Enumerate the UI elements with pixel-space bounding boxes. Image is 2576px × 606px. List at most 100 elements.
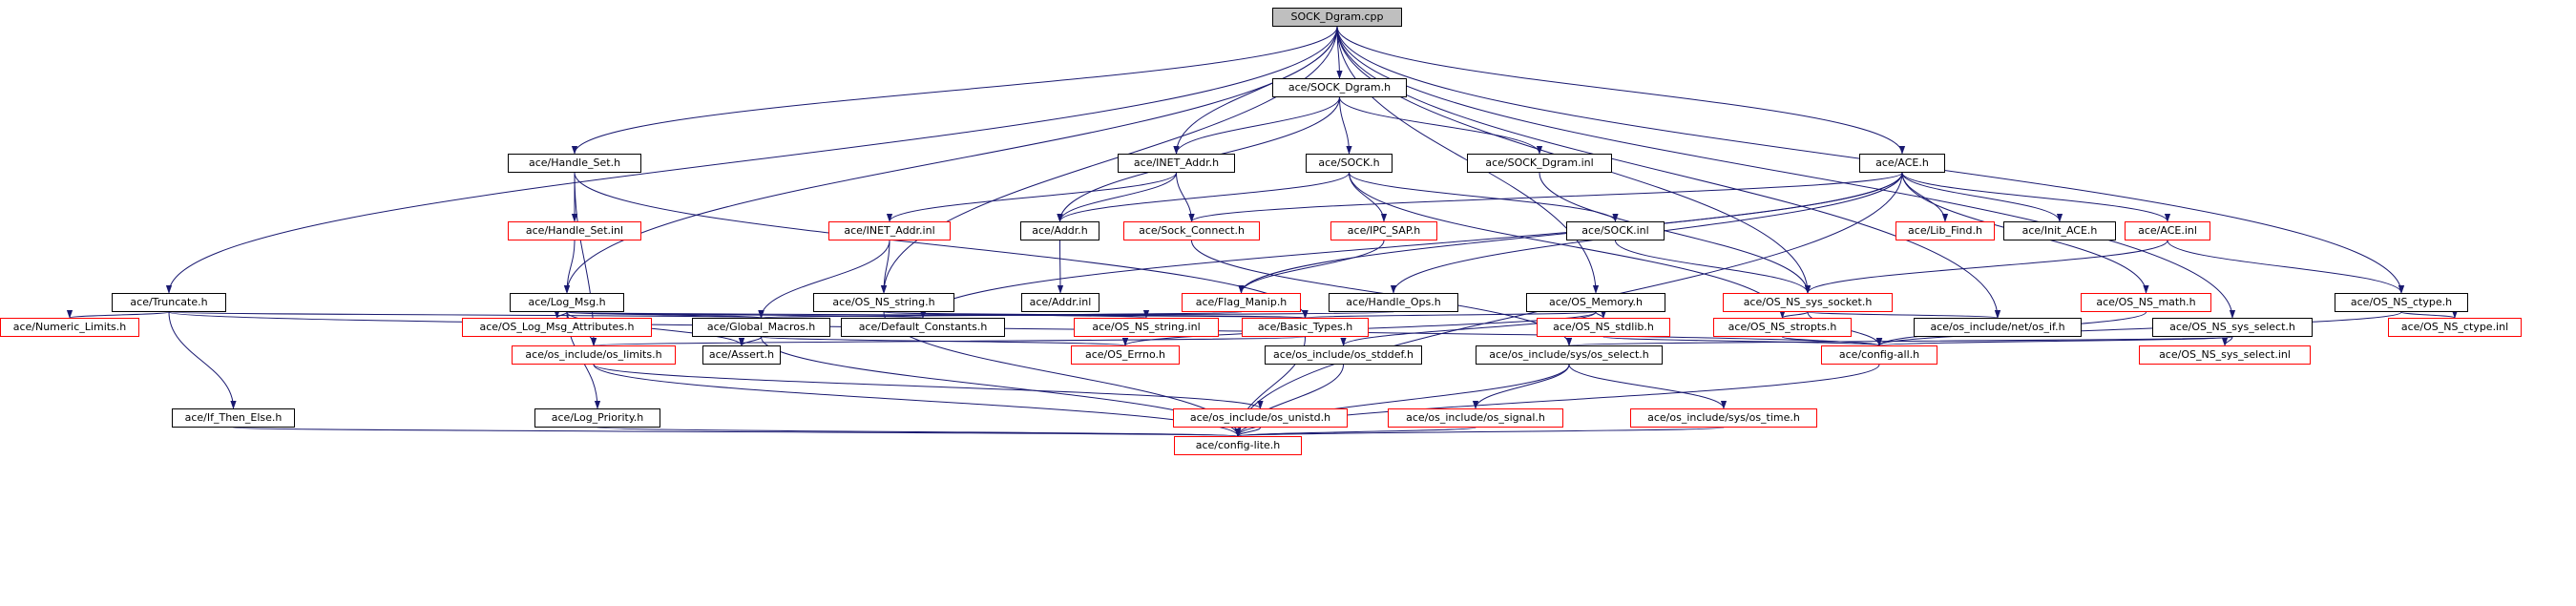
- edge-handle-ops-h-to-global-macros-h: [760, 309, 1394, 319]
- edge-sock-dgram-cpp-to-os-if-h: [1336, 26, 2001, 319]
- graph-node-os-ns-stropts-h[interactable]: ace/OS_NS_stropts.h: [1713, 318, 1852, 337]
- graph-node-handle-set-h[interactable]: ace/Handle_Set.h: [508, 154, 641, 173]
- graph-node-ace-inl[interactable]: ace/ACE.inl: [2125, 221, 2210, 240]
- edge-os-limits-h-to-os-unistd-h: [593, 364, 1264, 409]
- edge-os-ns-stdlib-h-to-config-all-h: [1602, 336, 1882, 346]
- edge-sock-dgram-h-to-sock-h: [1339, 96, 1352, 155]
- graph-node-os-select-h[interactable]: ace/os_include/sys/os_select.h: [1476, 345, 1663, 365]
- graph-node-ace-h[interactable]: ace/ACE.h: [1859, 154, 1945, 173]
- edge-log-msg-h-to-default-constants-h: [566, 309, 926, 319]
- edge-os-memory-h-to-basic-types-h: [1303, 309, 1597, 319]
- edge-ace-inl-to-os-ns-sys-socket-h: [1804, 240, 2168, 294]
- edge-log-msg-h-to-global-macros-h: [566, 309, 764, 319]
- edge-inet-addr-h-to-addr-h: [1057, 172, 1177, 222]
- edge-os-ns-sys-socket-h-to-os-ns-stropts-h: [1779, 309, 1809, 319]
- edge-os-ns-sys-socket-h-to-os-if-h: [1807, 309, 2000, 319]
- edge-os-limits-h-to-config-lite-h: [593, 364, 1241, 437]
- edge-os-select-h-to-os-signal-h: [1472, 364, 1570, 409]
- edge-os-signal-h-to-config-lite-h: [1235, 427, 1476, 437]
- edge-sock-dgram-cpp-to-ace-h: [1336, 26, 1906, 155]
- edge-inet-addr-h-to-sock-connect-h: [1176, 172, 1195, 222]
- graph-node-assert-h[interactable]: ace/Assert.h: [702, 345, 781, 365]
- edge-os-ns-sys-select-h-to-os-ns-sys-select-inl: [2221, 336, 2233, 346]
- edge-ace-h-to-default-constants-h: [919, 172, 1903, 319]
- graph-node-numeric-limits-h[interactable]: ace/Numeric_Limits.h: [0, 318, 139, 337]
- graph-node-handle-set-inl[interactable]: ace/Handle_Set.inl: [508, 221, 641, 240]
- edge-inet-addr-inl-to-global-macros-h: [758, 240, 890, 319]
- graph-node-init-ace-h[interactable]: ace/Init_ACE.h: [2003, 221, 2116, 240]
- graph-node-os-signal-h[interactable]: ace/os_include/os_signal.h: [1388, 408, 1563, 428]
- edge-ace-h-to-ace-inl: [1901, 172, 2171, 222]
- edge-sock-dgram-h-to-inet-addr-h: [1173, 96, 1340, 155]
- graph-node-os-errno-h[interactable]: ace/OS_Errno.h: [1071, 345, 1180, 365]
- graph-node-config-lite-h[interactable]: ace/config-lite.h: [1174, 436, 1302, 455]
- graph-node-sock-dgram-h[interactable]: ace/SOCK_Dgram.h: [1272, 78, 1407, 97]
- edge-sock-dgram-h-to-sock-dgram-inl: [1339, 96, 1543, 155]
- graph-node-os-limits-h[interactable]: ace/os_include/os_limits.h: [512, 345, 676, 365]
- edge-os-ns-sys-select-h-to-config-all-h: [1876, 336, 2233, 346]
- edge-truncate-h-to-if-then-else-h: [168, 311, 237, 409]
- edge-global-macros-h-to-assert-h: [738, 336, 762, 346]
- graph-node-global-macros-h[interactable]: ace/Global_Macros.h: [692, 318, 830, 337]
- graph-node-flag-manip-h[interactable]: ace/Flag_Manip.h: [1182, 293, 1301, 312]
- graph-node-inet-addr-inl[interactable]: ace/INET_Addr.inl: [828, 221, 951, 240]
- edge-sock-h-to-addr-h: [1057, 172, 1350, 222]
- graph-node-os-time-h[interactable]: ace/os_include/sys/os_time.h: [1630, 408, 1817, 428]
- graph-node-sock-dgram-inl[interactable]: ace/SOCK_Dgram.inl: [1467, 154, 1612, 173]
- graph-node-lib-find-h[interactable]: ace/Lib_Find.h: [1895, 221, 1995, 240]
- graph-node-os-ns-sys-select-h[interactable]: ace/OS_NS_sys_select.h: [2152, 318, 2313, 337]
- graph-node-truncate-h[interactable]: ace/Truncate.h: [112, 293, 226, 312]
- graph-node-os-stddef-h[interactable]: ace/os_include/os_stddef.h: [1265, 345, 1422, 365]
- edge-os-ns-sys-select-h-to-os-select-h: [1567, 336, 2233, 346]
- graph-node-log-msg-h[interactable]: ace/Log_Msg.h: [510, 293, 624, 312]
- graph-node-if-then-else-h[interactable]: ace/If_Then_Else.h: [172, 408, 295, 428]
- graph-node-config-all-h[interactable]: ace/config-all.h: [1821, 345, 1937, 365]
- graph-node-addr-inl[interactable]: ace/Addr.inl: [1021, 293, 1100, 312]
- graph-node-os-log-msg-attributes-h[interactable]: ace/OS_Log_Msg_Attributes.h: [462, 318, 652, 337]
- graph-node-log-priority-h[interactable]: ace/Log_Priority.h: [534, 408, 660, 428]
- graph-node-os-if-h[interactable]: ace/os_include/net/os_if.h: [1914, 318, 2082, 337]
- edge-os-select-h-to-os-time-h: [1568, 364, 1728, 409]
- graph-node-basic-types-h[interactable]: ace/Basic_Types.h: [1242, 318, 1369, 337]
- graph-node-os-ns-sys-socket-h[interactable]: ace/OS_NS_sys_socket.h: [1723, 293, 1893, 312]
- edge-sock-h-to-ipc-sap-h: [1349, 172, 1388, 222]
- graph-node-os-ns-math-h[interactable]: ace/OS_NS_math.h: [2081, 293, 2211, 312]
- edge-sock-dgram-cpp-to-handle-set-h: [571, 26, 1338, 155]
- edge-os-ns-ctype-h-to-config-all-h: [1876, 311, 2402, 346]
- edge-inet-addr-h-to-inet-addr-inl: [886, 172, 1177, 222]
- graph-node-sock-dgram-cpp: SOCK_Dgram.cpp: [1272, 8, 1402, 27]
- edge-ace-inl-to-os-ns-ctype-h: [2167, 240, 2405, 294]
- edge-os-time-h-to-config-lite-h: [1235, 427, 1725, 437]
- edge-sock-dgram-inl-to-os-ns-sys-socket-h: [1539, 172, 1812, 294]
- graph-node-os-unistd-h[interactable]: ace/os_include/os_unistd.h: [1173, 408, 1348, 428]
- graph-node-os-ns-ctype-h[interactable]: ace/OS_NS_ctype.h: [2335, 293, 2468, 312]
- edge-truncate-h-to-numeric-limits-h: [67, 309, 170, 319]
- edge-log-msg-h-to-assert-h: [566, 311, 745, 346]
- graph-node-handle-ops-h[interactable]: ace/Handle_Ops.h: [1329, 293, 1458, 312]
- edge-log-priority-h-to-config-lite-h: [597, 427, 1240, 437]
- graph-node-os-ns-sys-select-inl[interactable]: ace/OS_NS_sys_select.inl: [2139, 345, 2311, 365]
- edge-handle-set-h-to-basic-types-h: [574, 172, 1309, 319]
- edge-sock-inl-to-os-ns-sys-socket-h: [1615, 240, 1812, 294]
- graph-node-os-ns-string-inl[interactable]: ace/OS_NS_string.inl: [1074, 318, 1219, 337]
- graph-node-ipc-sap-h[interactable]: ace/IPC_SAP.h: [1330, 221, 1437, 240]
- edge-sock-dgram-cpp-to-truncate-h: [165, 26, 1338, 294]
- graph-node-inet-addr-h[interactable]: ace/INET_Addr.h: [1118, 154, 1235, 173]
- edge-sock-dgram-cpp-to-os-ns-string-h: [880, 26, 1338, 294]
- graph-node-sock-inl[interactable]: ace/SOCK.inl: [1566, 221, 1665, 240]
- graph-node-os-ns-ctype-inl[interactable]: ace/OS_NS_ctype.inl: [2388, 318, 2522, 337]
- edge-handle-set-inl-to-log-msg-h: [563, 240, 576, 294]
- edge-basic-types-h-to-os-limits-h: [592, 336, 1306, 346]
- edge-ace-h-to-sock-connect-h: [1188, 172, 1903, 222]
- edge-truncate-h-to-global-macros-h: [168, 309, 763, 319]
- graph-node-os-ns-string-h[interactable]: ace/OS_NS_string.h: [813, 293, 954, 312]
- graph-node-addr-h[interactable]: ace/Addr.h: [1020, 221, 1100, 240]
- graph-node-default-constants-h[interactable]: ace/Default_Constants.h: [841, 318, 1005, 337]
- graph-node-sock-connect-h[interactable]: ace/Sock_Connect.h: [1123, 221, 1260, 240]
- graph-node-os-ns-stdlib-h[interactable]: ace/OS_NS_stdlib.h: [1537, 318, 1670, 337]
- graph-node-sock-h[interactable]: ace/SOCK.h: [1306, 154, 1393, 173]
- edge-os-ns-ctype-h-to-os-ns-ctype-inl: [2400, 309, 2458, 319]
- graph-node-os-memory-h[interactable]: ace/OS_Memory.h: [1526, 293, 1665, 312]
- edge-os-memory-h-to-os-stddef-h: [1340, 311, 1597, 346]
- edge-inet-addr-inl-to-os-ns-string-h: [880, 240, 890, 294]
